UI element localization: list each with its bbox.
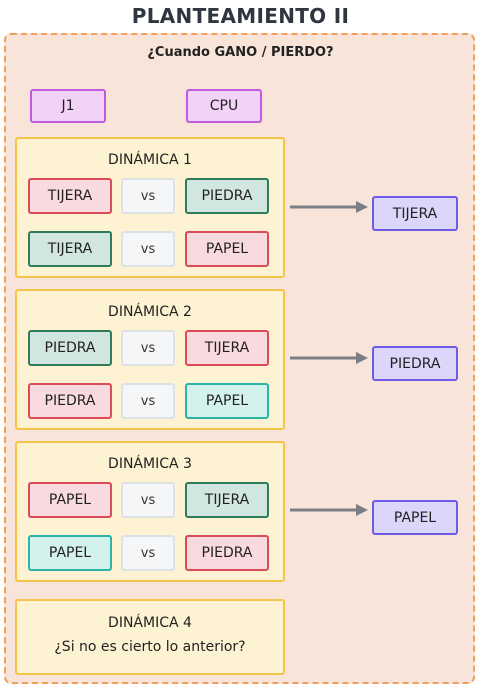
dynamic-3-row-2-vs: vs xyxy=(121,535,175,571)
dynamic-3-arrow-icon xyxy=(290,504,368,516)
dynamic-2-row-2-left: PIEDRA xyxy=(28,383,112,419)
dynamic-2-title: DINÁMICA 2 xyxy=(108,304,192,320)
player-cpu-node: CPU xyxy=(186,89,262,123)
dynamic-2-row-1-vs: vs xyxy=(121,330,175,366)
dynamic-3-row-1-vs: vs xyxy=(121,482,175,518)
dynamic-1-row-1-vs: vs xyxy=(121,178,175,214)
dynamic-4-group: DINÁMICA 4 ¿Si no es cierto lo anterior? xyxy=(15,599,285,675)
player-j1-node: J1 xyxy=(30,89,106,123)
page-title: PLANTEAMIENTO II xyxy=(131,4,350,28)
dynamic-2-arrow-icon xyxy=(290,352,368,364)
dynamic-4-subtitle: ¿Si no es cierto lo anterior? xyxy=(54,639,246,655)
dynamic-1-row-2-vs: vs xyxy=(121,231,175,267)
dynamic-3-title: DINÁMICA 3 xyxy=(108,456,192,472)
dynamic-2-row-1-right: TIJERA xyxy=(185,330,269,366)
dynamic-3-row-2-left: PAPEL xyxy=(28,535,112,571)
dynamic-2-row-1-left: PIEDRA xyxy=(28,330,112,366)
dynamic-3-row-1-right: TIJERA xyxy=(185,482,269,518)
dynamic-1-row-2-right: PAPEL xyxy=(185,231,269,267)
dynamic-1-row-2-left: TIJERA xyxy=(28,231,112,267)
question-label: ¿Cuando GANO / PIERDO? xyxy=(147,45,334,60)
dynamic-1-result: TIJERA xyxy=(372,196,458,231)
dynamic-1-arrow-icon xyxy=(290,201,368,213)
dynamic-2-row-2-right: PAPEL xyxy=(185,383,269,419)
dynamic-1-row-1-right: PIEDRA xyxy=(185,178,269,214)
dynamic-1-title: DINÁMICA 1 xyxy=(108,152,192,168)
dynamic-3-row-1-left: PAPEL xyxy=(28,482,112,518)
dynamic-2-result: PIEDRA xyxy=(372,346,458,381)
dynamic-1-row-1-left: TIJERA xyxy=(28,178,112,214)
dynamic-2-row-2-vs: vs xyxy=(121,383,175,419)
dynamic-3-row-2-right: PIEDRA xyxy=(185,535,269,571)
dynamic-1-group: DINÁMICA 1 TIJERA vs PIEDRA TIJERA vs PA… xyxy=(15,137,285,278)
dynamic-3-result: PAPEL xyxy=(372,500,458,535)
dynamic-2-group: DINÁMICA 2 PIEDRA vs TIJERA PIEDRA vs PA… xyxy=(15,289,285,430)
dynamic-3-group: DINÁMICA 3 PAPEL vs TIJERA PAPEL vs PIED… xyxy=(15,441,285,582)
dynamic-4-title: DINÁMICA 4 xyxy=(108,615,192,631)
